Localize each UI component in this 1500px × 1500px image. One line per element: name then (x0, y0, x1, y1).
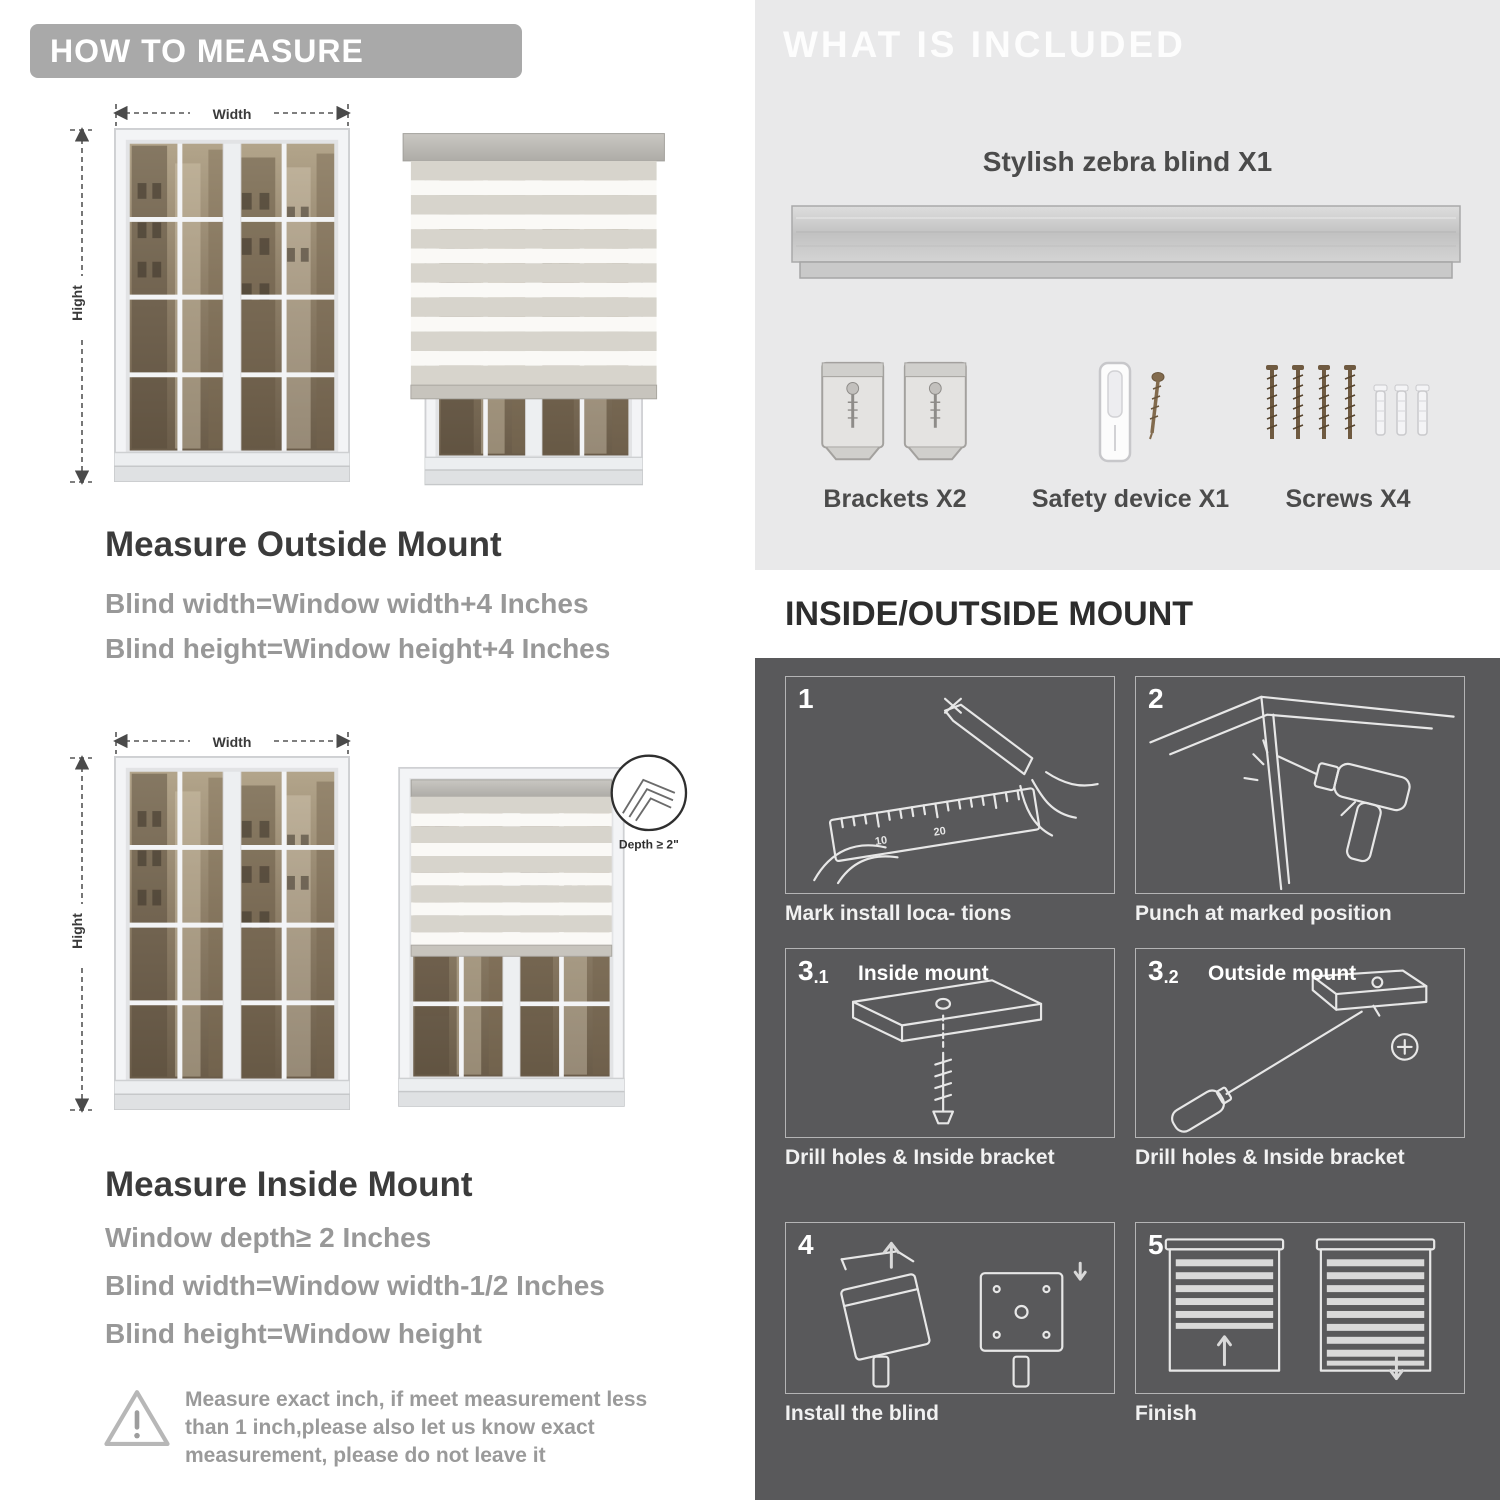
blind-cassette (402, 133, 665, 162)
mount-steps-section (755, 658, 1500, 1500)
inside-mount-window-illustration: Width Hight (69, 732, 351, 1113)
outside-mount-blind-illustration (402, 133, 665, 518)
window-photo (114, 129, 350, 482)
step-caption-1: Mark install loca- tions (785, 902, 1012, 925)
depth-label: Depth ≥ 2" (619, 838, 679, 852)
window-photo (114, 757, 350, 1110)
step-panel-1: 10 20 1 (785, 676, 1115, 894)
safety-device-label: Safety device X1 (1031, 485, 1230, 513)
ruler-mark-20: 20 (933, 825, 947, 839)
height-label: Hight (69, 285, 85, 321)
headrail-illustration (791, 205, 1461, 279)
outside-mount-line2: Blind height=Window height+4 Inches (105, 633, 611, 664)
frame-corner-detail (622, 778, 676, 822)
measure-arrows (70, 732, 351, 1113)
step-number: 3.2 (1148, 955, 1179, 987)
inside-bracket-illustration (851, 979, 1043, 1125)
brackets-label: Brackets X2 (823, 485, 967, 513)
outside-mount-window-illustration: Width Hight (69, 104, 351, 485)
finish-illustration (1164, 1238, 1436, 1381)
right-column: WHAT IS INCLUDED Stylish zebra blind X1 (755, 0, 1500, 1500)
step-caption-3-1: Drill holes & Inside bracket (785, 1146, 1055, 1169)
inside-mount-blind-illustration: Depth ≥ 2" (372, 754, 688, 1116)
step-number: 2 (1148, 683, 1164, 714)
step-caption-4: Install the blind (785, 1402, 940, 1425)
inside-mount-line1: Window depth≥ 2 Inches (105, 1222, 432, 1253)
punch-position-illustration (1149, 695, 1455, 891)
inside-outside-mount-header: INSIDE/OUTSIDE MOUNT (785, 595, 1194, 633)
mark-locations-illustration: 10 20 (813, 697, 1099, 885)
brackets-icon (815, 342, 975, 485)
included-item-screws: Screws X4 (1223, 342, 1473, 520)
width-label: Width (213, 106, 252, 122)
ruler-mark-10: 10 (874, 834, 888, 848)
outside-mount-line1: Blind width=Window width+4 Inches (105, 588, 589, 619)
step-title: Inside mount (858, 962, 989, 985)
zebra-blind-label: Stylish zebra blind X1 (982, 146, 1273, 177)
step-number: 4 (798, 1229, 814, 1260)
step-panel-3-2: 3.2 Outside mount (1135, 948, 1465, 1138)
safety-device-icon (1066, 342, 1196, 485)
outside-mount-title: Measure Outside Mount (105, 525, 502, 564)
width-label: Width (213, 734, 252, 750)
included-item-safety-device: Safety device X1 (1013, 342, 1248, 520)
measure-arrows (70, 104, 351, 485)
step-number: 3.1 (798, 955, 829, 987)
zebra-stripes (410, 796, 613, 957)
screws-label: Screws X4 (1285, 485, 1411, 513)
included-item-brackets: Brackets X2 (775, 342, 1015, 520)
inside-mount-line3: Blind height=Window height (105, 1318, 482, 1349)
depth-callout-circle (610, 754, 688, 832)
step-caption-5: Finish (1135, 1402, 1197, 1425)
step-panel-2: 2 (1135, 676, 1465, 894)
what-is-included-header: WHAT IS INCLUDED (783, 24, 1186, 65)
step-panel-5: 5 (1135, 1222, 1465, 1394)
blind-cassette (410, 779, 613, 798)
mount-header-band: INSIDE/OUTSIDE MOUNT (755, 570, 1500, 658)
step-caption-2: Punch at marked position (1135, 902, 1392, 925)
step-panel-4: 4 (785, 1222, 1115, 1394)
what-is-included-section (755, 0, 1500, 570)
outside-bracket-illustration (1171, 969, 1428, 1133)
how-to-measure-header: HOW TO MEASURE (30, 24, 522, 78)
measure-note: Measure exact inch, if meet measurement … (185, 1388, 648, 1467)
inside-mount-line2: Blind width=Window width-1/2 Inches (105, 1270, 605, 1301)
warning-icon (104, 1390, 170, 1447)
step-caption-3-2: Drill holes & Inside bracket (1135, 1146, 1405, 1169)
zebra-stripes (410, 160, 658, 400)
height-label: Hight (69, 913, 85, 949)
step-number: 1 (798, 683, 814, 714)
step-number: 5 (1148, 1229, 1164, 1260)
step-title: Outside mount (1208, 962, 1357, 985)
install-blind-illustration (840, 1241, 1087, 1388)
step-panel-3-1: 3.1 Inside mount (785, 948, 1115, 1138)
inside-mount-title: Measure Inside Mount (105, 1165, 473, 1204)
screws-icon (1258, 342, 1438, 485)
